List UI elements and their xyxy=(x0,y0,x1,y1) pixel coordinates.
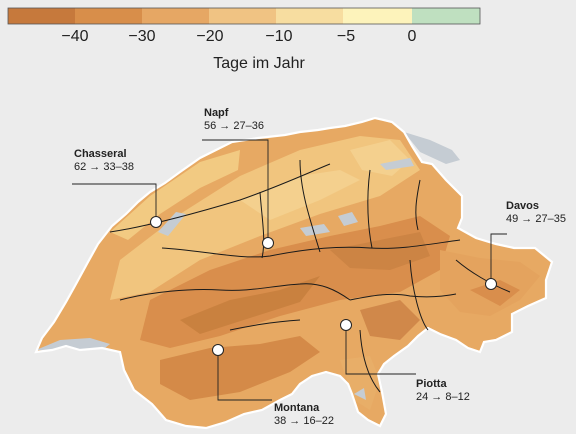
color-legend: −40 −30 −20 −10 −5 0 Tage im Jahr xyxy=(0,0,576,80)
station-values: 38 → 16–22 xyxy=(274,415,334,427)
leader-lines xyxy=(72,139,507,401)
legend-tick-3: −20 xyxy=(196,28,224,45)
station-name: Chasseral xyxy=(74,148,127,160)
region-boundaries xyxy=(109,159,511,393)
station-values: 56 → 27–36 xyxy=(204,120,264,132)
legend-tick-1: −40 xyxy=(61,28,89,45)
station-name: Montana xyxy=(274,402,320,414)
legend-swatch-4 xyxy=(209,8,276,24)
station-label-napf: Napf 56 → 27–36 xyxy=(204,107,264,133)
station-markers xyxy=(150,216,497,356)
legend-tick-6: 0 xyxy=(407,28,417,45)
legend-swatch-2 xyxy=(75,8,142,24)
legend-swatch-7 xyxy=(412,8,480,24)
legend-swatch-3 xyxy=(142,8,209,24)
station-label-piotta: Piotta 24 → 8–12 xyxy=(416,378,470,404)
legend-tick-5: −5 xyxy=(336,28,356,45)
terrain-relief xyxy=(36,136,540,410)
station-name: Napf xyxy=(204,107,229,119)
legend-bar-frame xyxy=(7,7,481,25)
legend-swatch-6 xyxy=(343,8,412,24)
station-marker-napf xyxy=(262,237,274,249)
station-values: 62 → 33–38 xyxy=(74,161,134,173)
station-name: Piotta xyxy=(416,378,447,390)
lake-constance xyxy=(404,132,460,164)
legend-color-bar xyxy=(7,7,481,25)
station-marker-montana xyxy=(212,344,224,356)
legend-swatch-5 xyxy=(276,8,343,24)
station-label-montana: Montana 38 → 16–22 xyxy=(274,402,334,428)
station-name: Davos xyxy=(506,200,540,212)
station-values: 49 → 27–35 xyxy=(506,213,566,225)
station-marker-davos xyxy=(485,278,497,290)
legend-tick-4: −10 xyxy=(265,28,293,45)
legend-title: Tage im Jahr xyxy=(213,55,305,72)
station-label-chasseral: Chasseral 62 → 33–38 xyxy=(74,148,134,174)
legend-swatch-1 xyxy=(8,8,75,24)
station-label-davos: Davos 49 → 27–35 xyxy=(506,200,566,226)
station-values: 24 → 8–12 xyxy=(416,391,470,403)
station-marker-chasseral xyxy=(150,216,162,228)
legend-tick-2: −30 xyxy=(128,28,156,45)
station-marker-piotta xyxy=(340,319,352,331)
